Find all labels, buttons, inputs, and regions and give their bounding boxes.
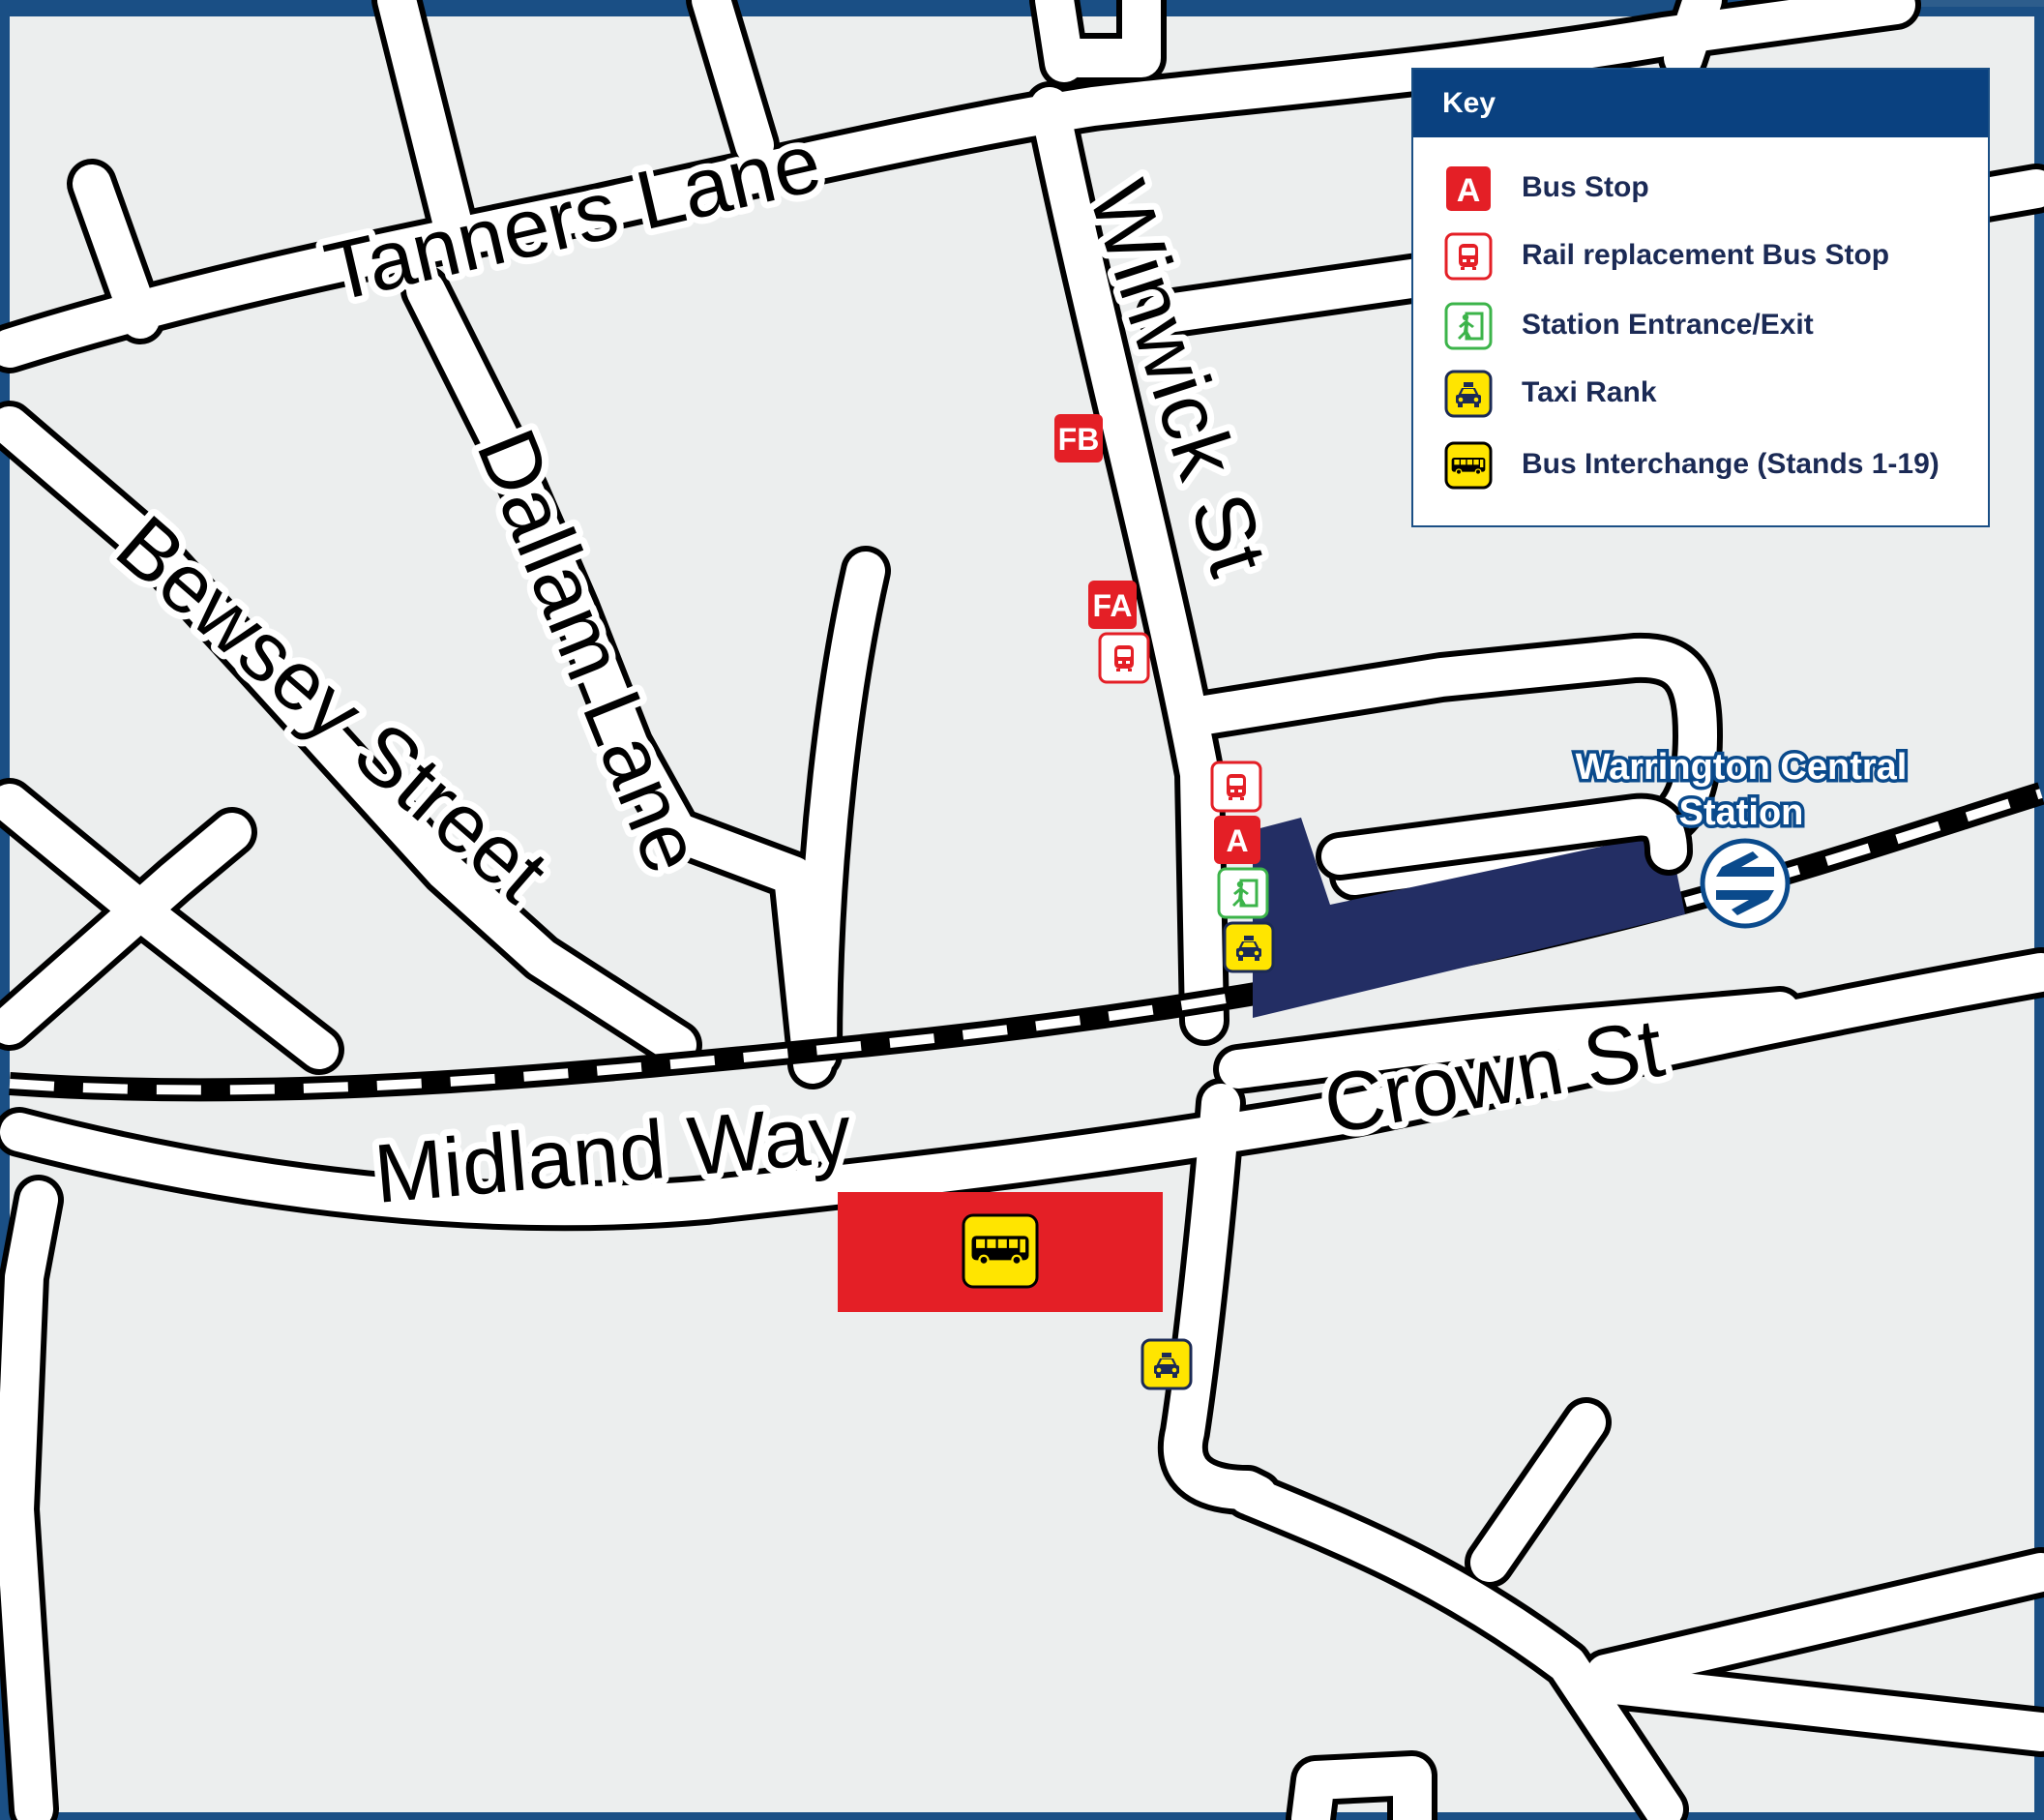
bus-interchange-icon[interactable] (962, 1213, 1039, 1289)
taxi-rank-2[interactable] (1140, 1338, 1193, 1390)
key-item-taxi-rank: Taxi Rank (1413, 364, 1988, 422)
key-item-rail-replacement: Rail replacement Bus Stop (1413, 226, 1988, 284)
station-exit-icon (1444, 302, 1493, 350)
bus-stop-icon-letter: A (1457, 172, 1481, 209)
station-entrance-exit[interactable] (1217, 867, 1269, 919)
stop-label-a: A (1226, 823, 1248, 858)
map-border (0, 7, 2044, 1820)
station-name-line2: Station (1679, 792, 1804, 833)
key-label-taxi-rank: Taxi Rank (1522, 376, 1657, 408)
bus-stop-fa[interactable]: FA (1088, 581, 1137, 629)
taxi-icon (1444, 370, 1493, 418)
key-item-bus-interchange: Bus Interchange (Stands 1-19) (1413, 435, 1988, 493)
taxi-rank-1[interactable] (1223, 921, 1275, 973)
national-rail-icon[interactable] (1700, 838, 1791, 929)
key-title: Key (1413, 70, 1988, 137)
stop-label-fb: FB (1058, 422, 1100, 457)
station-name-line1: Warrington Central (1576, 747, 1908, 788)
rail-replacement-bus-stop-1[interactable] (1098, 632, 1150, 684)
bus-interchange-icon (1444, 441, 1493, 490)
bus-stop-a[interactable]: A (1214, 816, 1260, 864)
bus-stop-fb[interactable]: FB (1054, 414, 1103, 462)
key-label-bus-stop: Bus Stop (1522, 171, 1649, 203)
map-key: Key A Bus Stop Rail replacement Bus Stop… (1411, 68, 1990, 527)
key-item-bus-stop: A Bus Stop (1413, 159, 1988, 217)
stop-label-fa: FA (1093, 588, 1133, 623)
key-item-station-exit: Station Entrance/Exit (1413, 296, 1988, 354)
rail-replacement-bus-stop-2[interactable] (1210, 761, 1262, 813)
bus-stop-icon: A (1446, 166, 1491, 211)
key-label-rail-replacement: Rail replacement Bus Stop (1522, 239, 1890, 271)
station-building (1253, 818, 1685, 1018)
key-label-station-exit: Station Entrance/Exit (1522, 309, 1814, 341)
rail-replacement-bus-icon (1444, 232, 1493, 281)
key-label-bus-interchange: Bus Interchange (Stands 1-19) (1522, 448, 1940, 480)
